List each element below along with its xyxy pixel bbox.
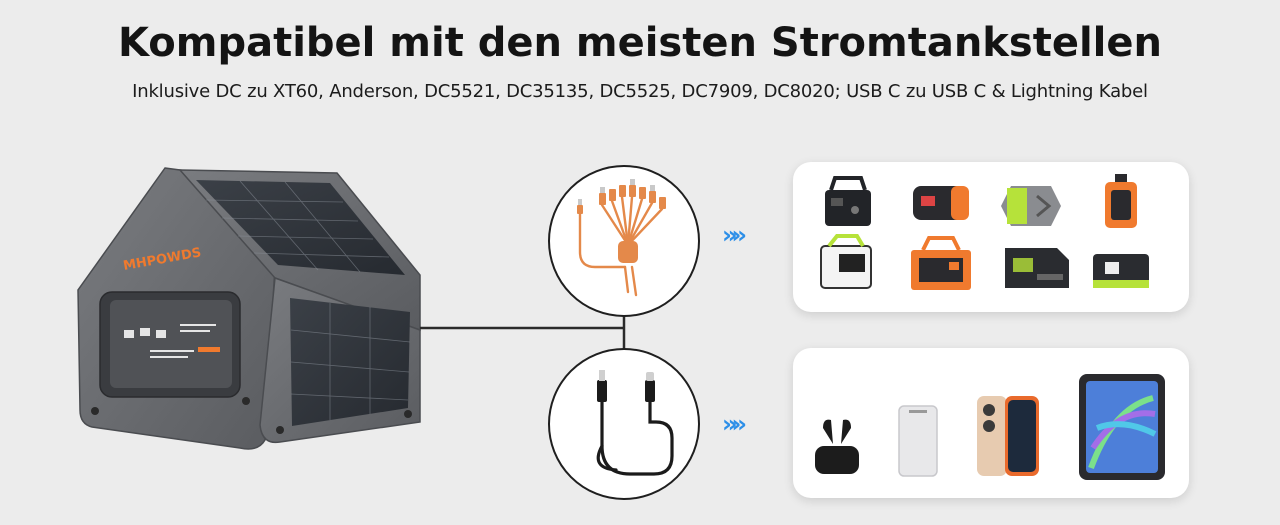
usb-cable-bubble bbox=[548, 348, 700, 500]
small-devices-card bbox=[793, 348, 1189, 498]
chevron-right-icon: »» bbox=[722, 410, 747, 438]
dc-cable-bubble bbox=[548, 165, 700, 317]
panel-left-flap: MHPOWDS bbox=[77, 167, 276, 450]
power-station-6 bbox=[911, 236, 971, 290]
page-title: Kompatibel mit den meisten Stromtankstel… bbox=[118, 20, 1162, 66]
tablet-icon bbox=[1079, 374, 1165, 480]
power-stations-card bbox=[793, 162, 1189, 312]
arrow-to-small-devices: »» bbox=[722, 410, 772, 440]
power-station-4 bbox=[1105, 174, 1137, 228]
power-stations-grid bbox=[820, 174, 1149, 290]
multi-connector-dc-cable-icon bbox=[577, 179, 666, 297]
panel-right-section bbox=[259, 276, 421, 444]
power-station-2 bbox=[913, 186, 969, 220]
power-station-7 bbox=[1005, 248, 1069, 288]
smartphone-icon bbox=[977, 396, 1039, 476]
power-station-1 bbox=[825, 176, 871, 226]
panel-top-section bbox=[178, 169, 421, 332]
small-devices-row bbox=[815, 374, 1165, 480]
arrow-to-power-stations: »» bbox=[722, 221, 772, 251]
page-subtitle: Inklusive DC zu XT60, Anderson, DC5521, … bbox=[132, 81, 1148, 102]
power-station-8 bbox=[1093, 254, 1149, 288]
chevron-right-icon: »» bbox=[722, 221, 747, 249]
power-station-3 bbox=[1001, 186, 1061, 226]
usb-c-lightning-cable-icon bbox=[596, 370, 674, 476]
wireless-earbuds-icon bbox=[815, 419, 859, 474]
power-station-5 bbox=[820, 234, 872, 289]
power-bank-icon bbox=[898, 405, 938, 477]
